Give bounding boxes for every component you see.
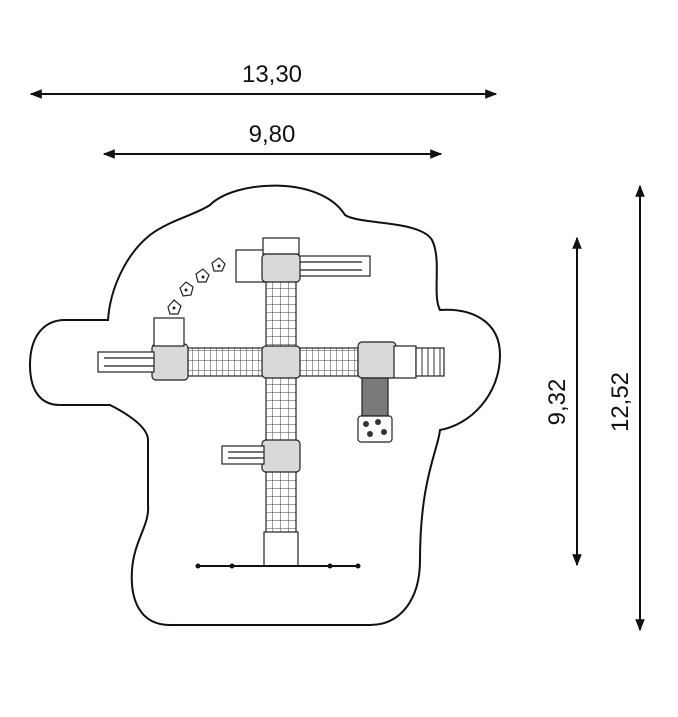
safety-zone-outline <box>28 184 502 626</box>
dimension-overall-depth: 12,52 <box>607 184 645 632</box>
overall-depth-label: 12,52 <box>607 372 634 432</box>
tower-lower <box>261 439 301 473</box>
tower-center <box>261 345 301 379</box>
tube-slide <box>361 377 389 417</box>
tower-right <box>357 341 417 379</box>
tower-left <box>151 317 189 381</box>
vertical-net-bridge <box>265 269 297 561</box>
right-net-bridge <box>295 347 359 377</box>
tower-top <box>261 237 301 283</box>
dimension-structure-width: 9,80 <box>102 121 443 159</box>
lower-left-slide <box>221 445 265 465</box>
balance-beam <box>195 563 361 569</box>
top-slide <box>297 255 371 277</box>
structure-width-label: 9,80 <box>249 121 296 148</box>
right-ladder <box>415 347 445 377</box>
climbing-panel <box>357 415 393 443</box>
dimension-overall-width: 13,30 <box>29 61 498 99</box>
structure-depth-label: 9,32 <box>544 379 571 426</box>
left-net-bridge <box>187 347 267 377</box>
dimension-structure-depth: 9,32 <box>544 236 582 567</box>
play-structure <box>97 237 445 569</box>
overall-width-label: 13,30 <box>242 61 302 88</box>
tower-bottom <box>263 531 299 567</box>
left-platform-box <box>153 317 185 347</box>
stepping-stones <box>167 257 226 315</box>
left-slide <box>97 351 155 373</box>
